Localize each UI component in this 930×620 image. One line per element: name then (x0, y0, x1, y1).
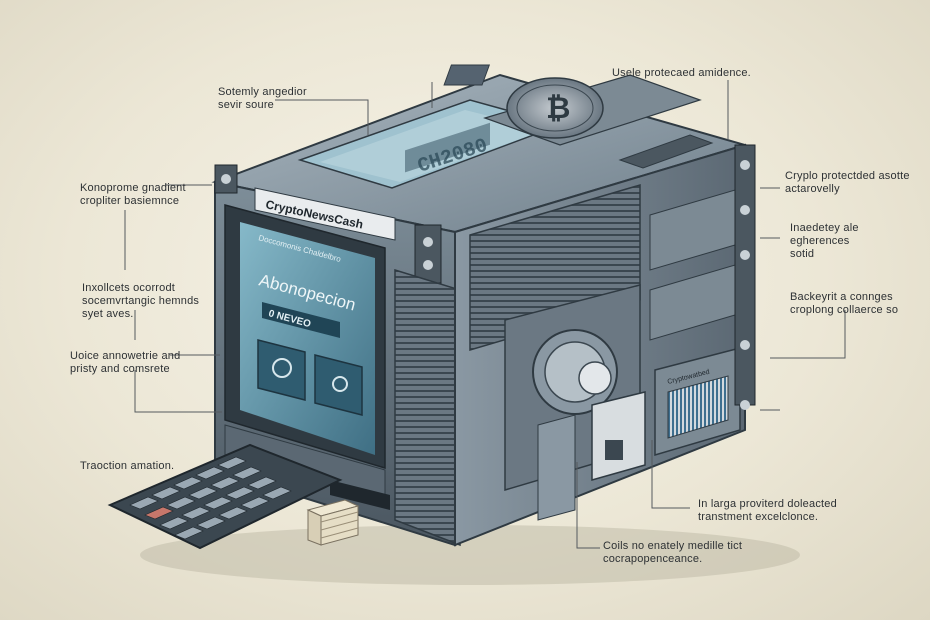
heat-fins-front (394, 268, 461, 547)
annotation-bottom-center: Coils no enately medille tict cocrapopen… (603, 540, 743, 565)
top-vent (618, 134, 714, 169)
screen-option-button-left[interactable] (257, 339, 306, 401)
annotation-right-2: Inaedetey ale egherences sotid (790, 222, 859, 260)
annotation-left-1: Konoprome gnadient cropliter basiemnce (80, 182, 186, 207)
annotation-leader-lines (124, 80, 846, 549)
annotation-left-4: Traoction amation. (80, 460, 175, 472)
corner-bolt-mid-left (414, 224, 442, 284)
cash-stack-icon (306, 499, 360, 546)
annotation-right-1: Cryplo protectded asotte actarovelly (785, 170, 910, 195)
annotation-top-right: Usele protecaed amidence. (612, 67, 751, 79)
annotation-right-3: Backeyrit a connges croplong collaerce s… (790, 291, 899, 316)
floor-shadow (140, 525, 800, 585)
screen-confirm-button-bg (262, 302, 340, 338)
receipt-slot (537, 414, 576, 521)
screen-option-button-right[interactable] (314, 354, 363, 416)
annotation-left-3: Uoice annowetrie and pristy and comsrete (70, 350, 181, 375)
keypad-keys (129, 456, 292, 540)
corner-bolt-right (734, 144, 756, 406)
card-slot-icon[interactable] (591, 391, 646, 481)
bitcoin-coin-icon (506, 77, 604, 139)
side-vent-grille (667, 375, 729, 439)
annotation-bottom-right: In larga proviterd doleacted transtment … (698, 498, 837, 523)
annotation-top-left: Sotemly angedior sevir soure (218, 86, 307, 111)
svg-text:₿: ₿ (546, 92, 570, 125)
brand-label-plate (254, 187, 396, 241)
annotation-left-2: Inxollcets ocorrodt socemvrtangic hemnds… (82, 282, 200, 320)
cash-dispenser-slot (330, 480, 390, 510)
